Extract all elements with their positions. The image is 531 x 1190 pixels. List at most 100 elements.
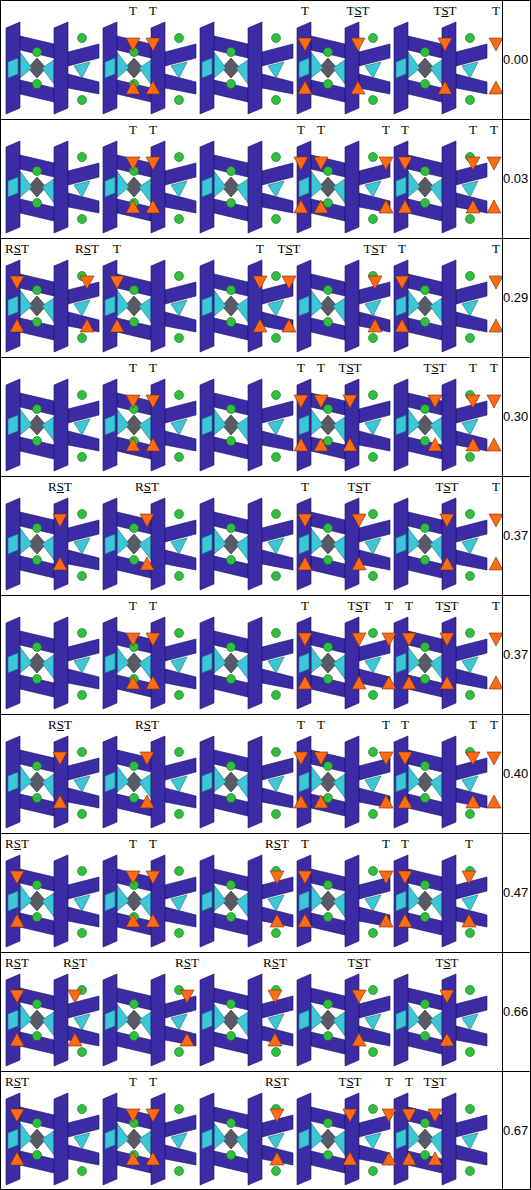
site-label: T <box>404 1074 414 1089</box>
site-label: TST <box>276 241 301 256</box>
tetrahedron <box>253 276 267 289</box>
label-letter: T <box>379 241 387 256</box>
tetrahedron <box>314 752 328 765</box>
tetrahedron <box>146 1109 160 1122</box>
site-label: T <box>316 360 326 375</box>
label-letter: S <box>285 241 292 256</box>
label-letter: S <box>57 717 64 732</box>
tetrahedron <box>382 1152 396 1165</box>
energy-value: 0.29 <box>503 290 528 305</box>
site-label: T <box>148 836 158 851</box>
tetrahedron <box>382 633 396 646</box>
tetrahedron <box>180 1033 194 1046</box>
row-divider <box>0 714 531 715</box>
tetrahedron <box>466 395 480 408</box>
label-letter: T <box>435 598 443 613</box>
tetrahedron <box>126 81 140 94</box>
site-label: RST <box>62 955 88 970</box>
label-letter: S <box>431 360 438 375</box>
polyhedral-chain <box>6 379 487 471</box>
tetrahedron <box>126 1109 140 1122</box>
label-letter: T <box>191 955 199 970</box>
label-letter: S <box>346 1074 353 1089</box>
tetrahedron <box>140 557 154 570</box>
site-label: T <box>300 479 310 494</box>
tetrahedron <box>314 157 328 170</box>
label-letter: T <box>346 3 354 18</box>
label-letter: T <box>151 717 159 732</box>
label-letter: R <box>5 1074 14 1089</box>
site-label: TST <box>346 479 371 494</box>
tetrahedron <box>395 276 409 289</box>
tetrahedron <box>398 914 412 927</box>
tetrahedron <box>140 795 154 808</box>
label-letter: T <box>362 3 370 18</box>
site-label: T <box>404 598 414 613</box>
site-label: RST <box>262 955 288 970</box>
site-label: T <box>128 360 138 375</box>
site-label: T <box>128 1074 138 1089</box>
tetrahedron <box>140 514 154 527</box>
tetrahedron <box>298 81 312 94</box>
label-letter: T <box>363 241 371 256</box>
label-letter: R <box>175 955 184 970</box>
tetrahedron <box>146 395 160 408</box>
tetrahedron <box>379 157 393 170</box>
tetrahedron <box>294 438 308 451</box>
site-label: TST <box>432 3 457 18</box>
tetrahedron <box>298 871 312 884</box>
label-letter: T <box>451 479 459 494</box>
row-divider <box>0 476 531 477</box>
site-label: T <box>148 598 158 613</box>
tetrahedron <box>487 752 501 765</box>
tetrahedron <box>487 438 501 451</box>
site-label: T <box>128 598 138 613</box>
tetrahedron <box>140 752 154 765</box>
label-letter: T <box>293 241 301 256</box>
tetrahedron <box>146 38 160 51</box>
polyhedral-chain <box>6 617 487 709</box>
label-letter: S <box>355 598 362 613</box>
tetrahedron <box>440 990 454 1003</box>
site-label: T <box>300 598 310 613</box>
label-letter: T <box>449 3 457 18</box>
tetrahedron <box>146 1152 160 1165</box>
site-label: RST <box>264 1074 290 1089</box>
site-label: T <box>255 241 265 256</box>
label-letter: T <box>64 717 72 732</box>
site-label: RST <box>4 241 30 256</box>
tetrahedron <box>352 633 366 646</box>
label-letter: S <box>14 836 21 851</box>
tetrahedron <box>440 514 454 527</box>
tetrahedron <box>352 990 366 1003</box>
tetrahedron <box>110 319 124 332</box>
site-label: RST <box>174 955 200 970</box>
energy-value: 0.37 <box>503 647 528 662</box>
tetrahedron <box>68 1033 82 1046</box>
site-label: TST <box>422 360 447 375</box>
tetrahedron <box>343 395 357 408</box>
tetrahedron <box>368 276 382 289</box>
tetrahedron <box>126 914 140 927</box>
label-letter: T <box>423 360 431 375</box>
tetrahedron <box>126 871 140 884</box>
tetrahedron <box>343 1152 357 1165</box>
tetrahedron <box>298 38 312 51</box>
polyhedral-chain <box>6 736 487 828</box>
label-letter: T <box>451 598 459 613</box>
label-letter: T <box>347 598 355 613</box>
site-label: T <box>397 241 407 256</box>
polyhedral-chain <box>6 141 487 233</box>
tetrahedron <box>466 438 480 451</box>
label-letter: R <box>75 241 84 256</box>
tetrahedron <box>368 319 382 332</box>
site-label: T <box>128 836 138 851</box>
tetrahedron <box>110 276 124 289</box>
tetrahedron <box>253 319 267 332</box>
tetrahedron <box>466 752 480 765</box>
tetrahedron <box>428 438 442 451</box>
tetrahedron <box>440 557 454 570</box>
tetrahedron <box>398 157 412 170</box>
label-letter: S <box>144 717 151 732</box>
